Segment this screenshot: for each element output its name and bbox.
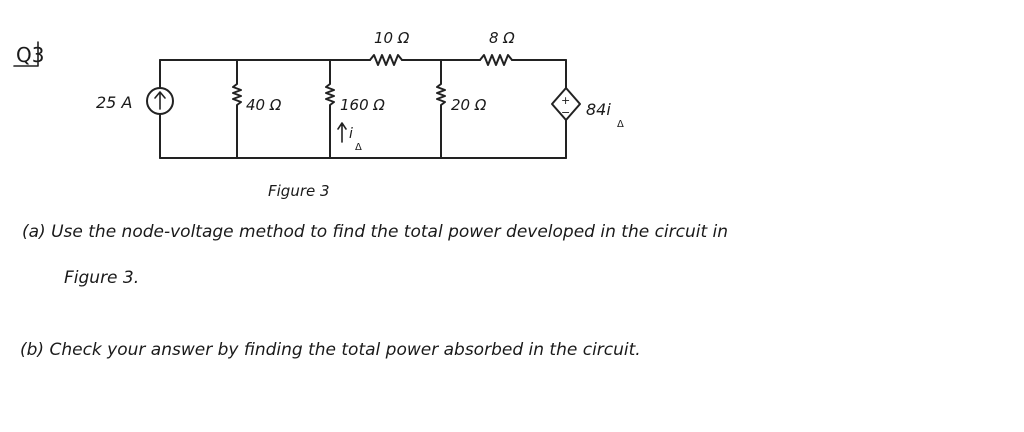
question-number: Q3 (16, 43, 44, 67)
resistor-20-ohm (436, 59, 446, 159)
dependent-source-plus: + (561, 94, 570, 107)
resistor-8-ohm (479, 54, 513, 66)
part-a-line-2: Figure 3. (64, 268, 140, 288)
figure-caption: Figure 3 (268, 182, 330, 200)
current-source-label: 25 A (96, 93, 132, 112)
resistor-160-ohm (325, 59, 335, 159)
dependent-source-minus: − (561, 106, 570, 119)
resistor-10-ohm (369, 54, 403, 66)
resistor-40-ohm-label: 40 Ω (246, 96, 282, 114)
resistor-20-ohm-label: 20 Ω (451, 96, 487, 114)
control-current-arrow (337, 122, 347, 143)
resistor-8-ohm-label: 8 Ω (489, 29, 515, 47)
resistor-160-ohm-label: 160 Ω (340, 96, 385, 114)
resistor-10-ohm-label: 10 Ω (374, 29, 410, 47)
dependent-source-subscript: Δ (617, 119, 624, 130)
part-b-line: (b) Check your answer by finding the tot… (20, 340, 641, 360)
control-current-label: i (349, 126, 353, 142)
question-number-underline (13, 41, 39, 67)
dependent-source-label: 84i (586, 100, 611, 119)
resistor-40-ohm (232, 59, 242, 159)
part-a-line-1: (a) Use the node-voltage method to find … (22, 222, 729, 242)
control-current-subscript: Δ (355, 142, 362, 153)
up-arrow-icon (154, 91, 166, 110)
